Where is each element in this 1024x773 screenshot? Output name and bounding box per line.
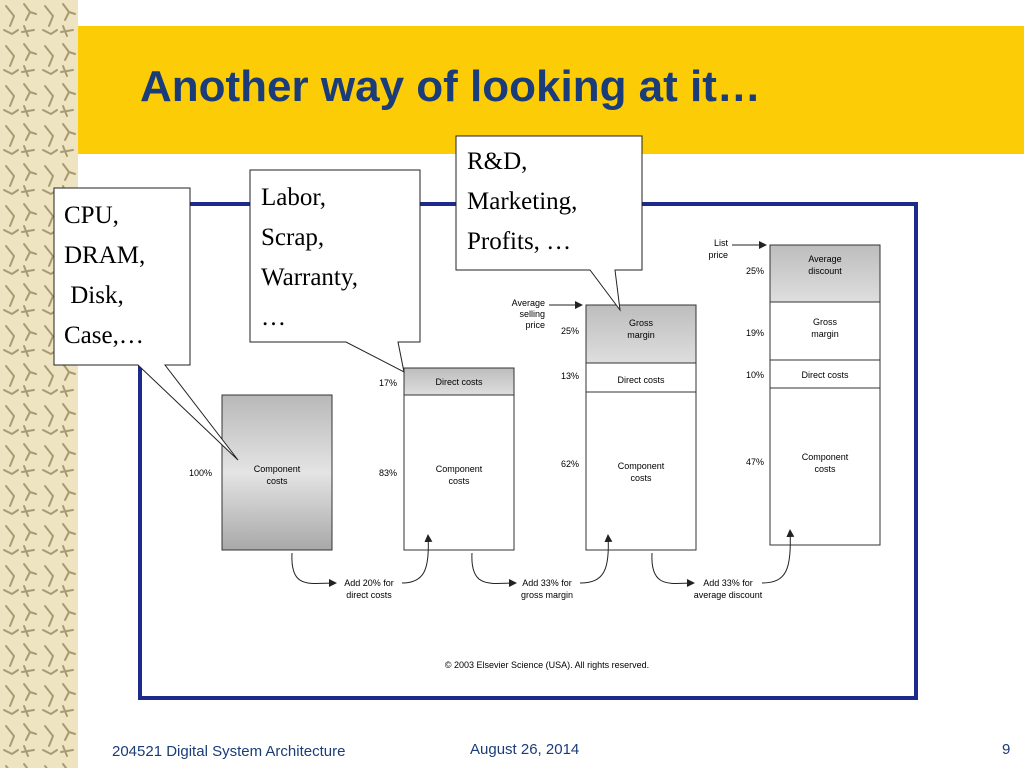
- title-band: [78, 26, 1024, 154]
- page-number: 9: [1002, 741, 1011, 758]
- callout-materials-bubble: [53, 187, 239, 461]
- callout-labor-bubble: [249, 169, 421, 373]
- col2-direct-pct: 17%: [379, 378, 397, 388]
- step2-arrow-out: [471, 552, 517, 588]
- callout-materials-text: CPU, DRAM, Disk, Case,…: [64, 202, 146, 349]
- col4-component-pct: 47%: [746, 457, 764, 467]
- step3-arrow-out: [651, 552, 695, 588]
- col2-component-bar: [403, 394, 515, 551]
- decorative-side-pattern: [0, 0, 78, 768]
- col3-direct-pct: 13%: [561, 371, 579, 381]
- col2-direct-bar: [403, 367, 515, 396]
- col1-component-pct: 100%: [189, 468, 212, 478]
- step2-arrow-in: [579, 534, 613, 584]
- glyph-pattern-graphic: [0, 0, 78, 768]
- col4-component-bar: [769, 387, 881, 546]
- col3-gross-bar: [585, 304, 697, 364]
- col4-discount-pct: 25%: [746, 266, 764, 276]
- callout-overhead-text: R&D, Marketing, Profits, …: [467, 148, 578, 255]
- footer-date: August 26, 2014: [470, 741, 580, 758]
- col1-component-bar: [221, 394, 333, 551]
- step1-arrow-in: [401, 534, 433, 584]
- step1-arrow-out: [291, 552, 337, 588]
- col4-direct-bar: [769, 359, 881, 389]
- col3-gross-pct: 25%: [561, 326, 579, 336]
- col4-direct-label: Direct costs: [801, 370, 849, 380]
- col2-direct-label: Direct costs: [435, 377, 483, 387]
- col3-direct-label: Direct costs: [617, 375, 665, 385]
- col2-component-pct: 83%: [379, 468, 397, 478]
- col3-component-pct: 62%: [561, 459, 579, 469]
- col4-gross-pct: 19%: [746, 328, 764, 338]
- callout-labor-text: Labor, Scrap, Warranty, …: [261, 184, 359, 331]
- step3-arrow-in: [761, 529, 795, 584]
- slide-title: Another way of looking at it…: [140, 62, 761, 111]
- col3-component-bar: [585, 391, 697, 551]
- copyright-notice: © 2003 Elsevier Science (USA). All right…: [445, 660, 649, 670]
- callout-overhead-bubble: [455, 135, 643, 312]
- col4-direct-pct: 10%: [746, 370, 764, 380]
- col4-gross-bar: [769, 301, 881, 361]
- col3-direct-bar: [585, 362, 697, 393]
- footer-course: 204521 Digital System Architecture: [112, 743, 346, 760]
